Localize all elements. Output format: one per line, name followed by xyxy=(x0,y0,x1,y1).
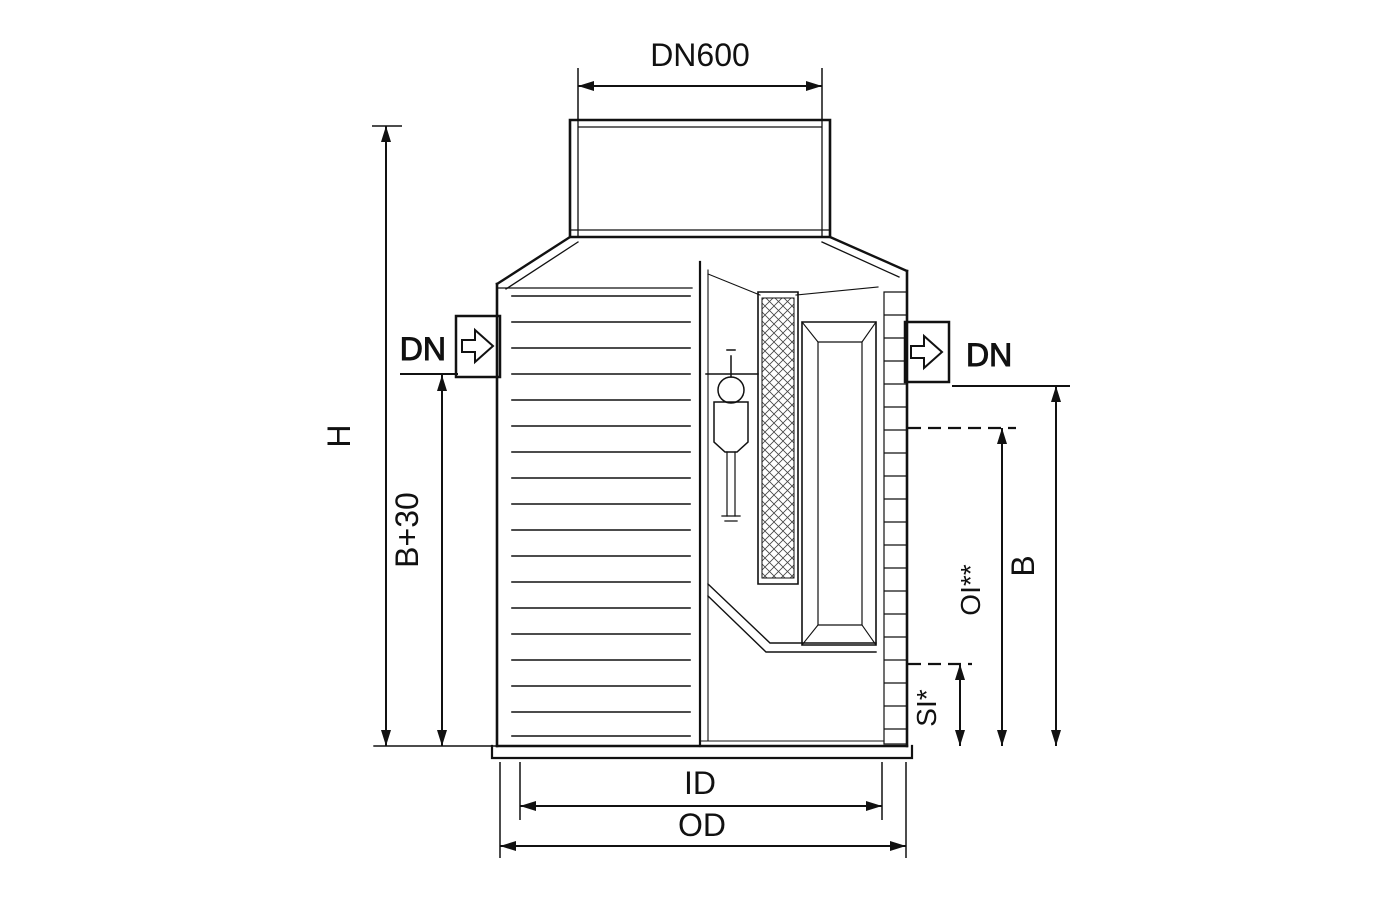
dimension-b: B xyxy=(952,385,1070,746)
inlet-box xyxy=(454,314,502,379)
chamber-diagonals xyxy=(801,321,877,646)
arrowhead-right xyxy=(866,801,882,811)
b-label: B xyxy=(1005,555,1041,576)
filter-frame xyxy=(757,291,799,585)
dn600-extension-lines xyxy=(577,68,823,120)
id-label: ID xyxy=(684,765,716,801)
arrowhead-down xyxy=(997,730,1007,746)
float-vessel xyxy=(713,401,749,453)
outlet-connection: DN xyxy=(903,320,1013,384)
arrowhead-left xyxy=(520,801,536,811)
shoulder-right-inner xyxy=(821,241,900,278)
inlet-flow-arrow-icon xyxy=(461,327,495,365)
si-label: SI* xyxy=(911,689,942,726)
outlet-box xyxy=(903,320,951,384)
arrowhead-left xyxy=(500,841,516,851)
chamber-outer xyxy=(801,321,877,646)
filter-mesh xyxy=(761,297,795,579)
outlet-dn-label: DN xyxy=(966,337,1012,373)
arrowhead-down xyxy=(437,730,447,746)
arrowhead-right xyxy=(890,841,906,851)
dimension-dn600: DN600 xyxy=(577,37,823,120)
neck-outline xyxy=(568,118,832,239)
neck-inner-walls xyxy=(569,119,831,238)
arrowhead-right xyxy=(806,81,822,91)
arrowhead-up xyxy=(381,126,391,142)
dimension-h: H xyxy=(321,125,402,746)
od-extension-lines xyxy=(499,762,907,858)
arrowhead-up xyxy=(437,375,447,391)
float-assembly xyxy=(705,349,759,522)
tank-body xyxy=(373,118,914,760)
arrowhead-up xyxy=(997,428,1007,444)
arrowhead-down xyxy=(381,730,391,746)
arrowhead-up xyxy=(955,664,965,680)
arrowhead-down xyxy=(1051,730,1061,746)
arrowhead-down xyxy=(955,730,965,746)
dimension-b30: B+30 xyxy=(389,373,458,746)
float-bracket xyxy=(705,349,759,378)
bottom-chute xyxy=(707,583,877,653)
inlet-connection: DN xyxy=(399,314,502,379)
rib-lines xyxy=(511,295,691,737)
outlet-chamber xyxy=(801,321,877,646)
float-foot xyxy=(721,515,741,522)
float-stem xyxy=(726,451,736,517)
lid-underside-left xyxy=(707,273,761,296)
outlet-flow-arrow-icon xyxy=(910,333,944,371)
shoulder-left-inner xyxy=(505,241,579,290)
dimension-si: SI* xyxy=(908,662,972,746)
arrowhead-up xyxy=(1051,386,1061,402)
dimension-od: OD xyxy=(499,762,907,858)
shoulder-right-outer xyxy=(828,235,909,273)
chamber-inner xyxy=(817,341,863,626)
h-label: H xyxy=(321,424,357,447)
shoulder-left-outer xyxy=(495,235,572,286)
inlet-dn-label: DN xyxy=(400,331,446,367)
b30-label: B+30 xyxy=(389,492,425,568)
dimension-oi: OI** xyxy=(908,426,1016,746)
dn600-label: DN600 xyxy=(650,37,750,73)
float-ball xyxy=(717,376,745,404)
id-extension-lines xyxy=(519,762,883,820)
arrowhead-left xyxy=(578,81,594,91)
coalescing-filter xyxy=(757,291,799,585)
corrugation-cells xyxy=(883,291,907,745)
dimension-id: ID xyxy=(519,762,883,820)
base-plate xyxy=(490,744,914,760)
od-label: OD xyxy=(678,807,726,843)
lid-underside-right xyxy=(795,286,879,296)
oi-label: OI** xyxy=(955,564,986,615)
